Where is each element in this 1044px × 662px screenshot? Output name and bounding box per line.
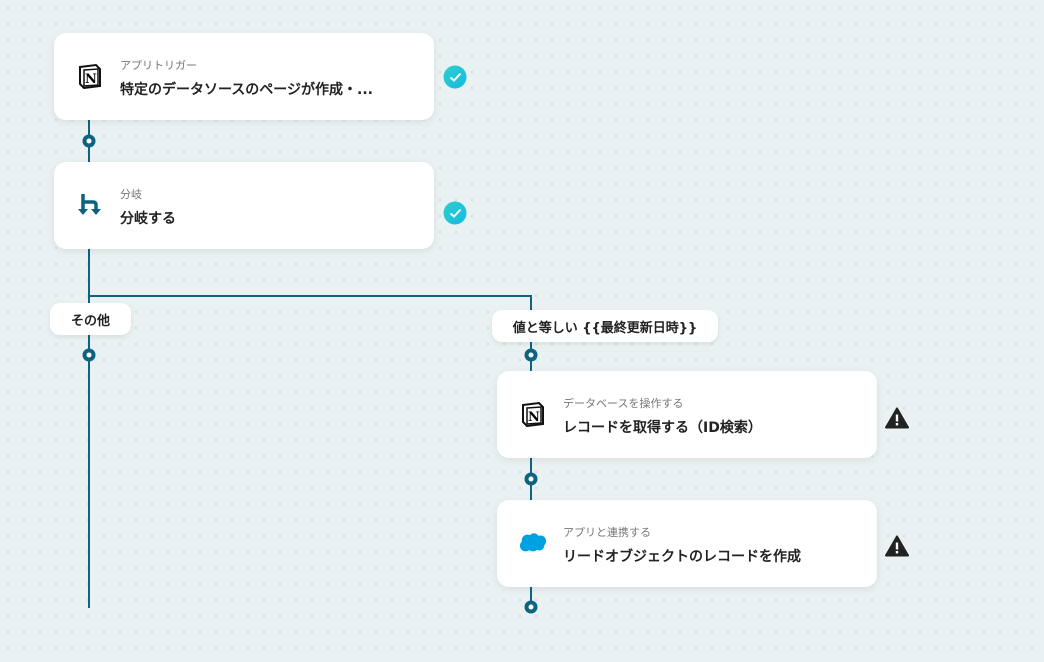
step-card-get-record[interactable]: N データベースを操作する レコードを取得する（ID検索） [497,371,877,458]
check-icon [443,65,467,89]
add-step-node[interactable] [82,134,96,148]
step-title: 特定のデータソースのページが作成・... [120,82,373,98]
branch-icon [76,191,104,219]
svg-text:N: N [85,72,97,87]
notion-icon: N [76,62,104,90]
step-title: レコードを取得する（ID検索） [563,420,762,436]
salesforce-icon [519,529,547,557]
add-step-node[interactable] [524,600,538,614]
step-card-branch[interactable]: 分岐 分岐する [54,162,434,249]
step-card-create-lead[interactable]: アプリと連携する リードオブジェクトのレコードを作成 [497,500,877,587]
step-subtitle: データベースを操作する [563,397,684,410]
branch-label-other[interactable]: その他 [50,303,131,335]
add-step-node[interactable] [524,348,538,362]
warning-icon [885,535,909,561]
svg-text:N: N [528,410,540,425]
add-step-node[interactable] [524,472,538,486]
step-card-trigger[interactable]: N アプリトリガー 特定のデータソースのページが作成・... [54,33,434,120]
check-icon [443,201,467,225]
notion-icon: N [519,400,547,428]
step-subtitle: アプリと連携する [563,526,651,539]
step-title: リードオブジェクトのレコードを作成 [563,549,801,565]
step-subtitle: 分岐 [120,188,142,201]
add-step-node[interactable] [82,348,96,362]
warning-icon [885,407,909,433]
branch-label-condition[interactable]: 値と等しい {{最終更新日時}} [492,310,718,342]
step-title: 分岐する [120,211,176,227]
flow-line-main [88,120,90,608]
step-subtitle: アプリトリガー [120,59,197,72]
flow-line-branch [88,295,532,297]
